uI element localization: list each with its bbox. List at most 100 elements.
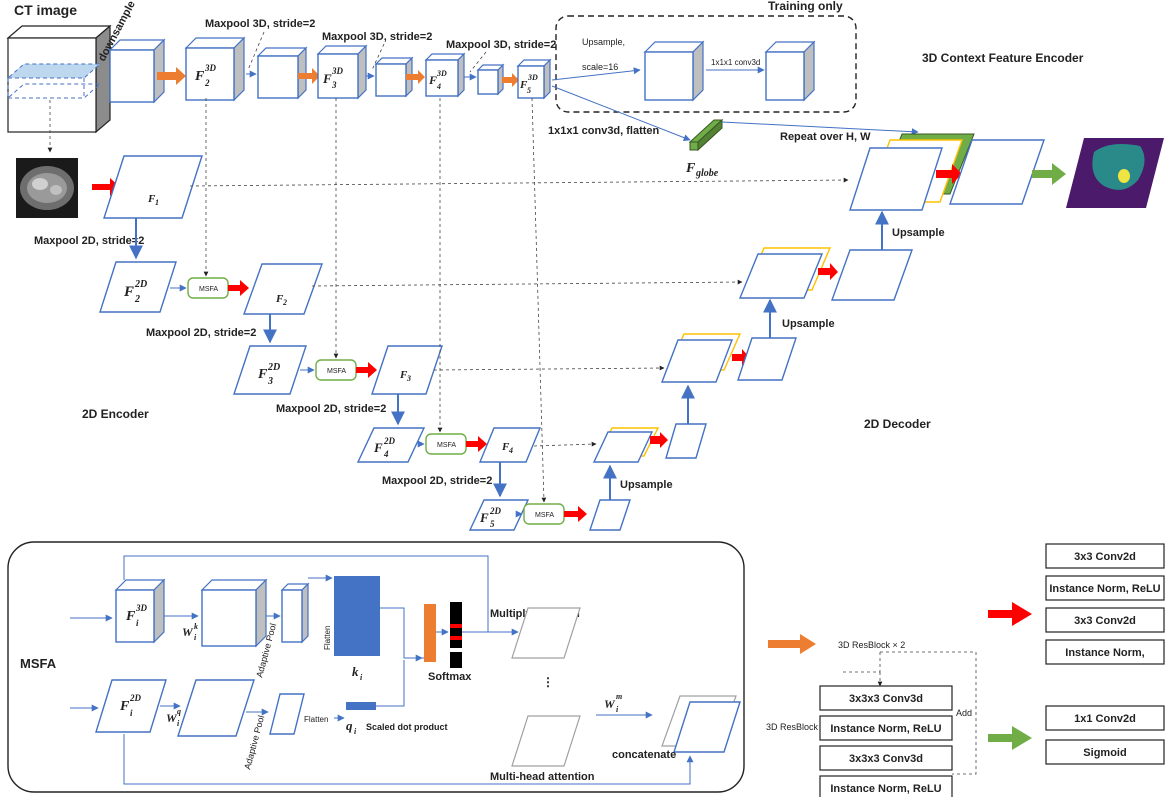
svg-text:q: q — [346, 718, 353, 733]
svg-text:q: q — [177, 707, 181, 716]
svg-text:2D: 2D — [383, 436, 396, 446]
orange-arrow-4 — [502, 73, 519, 87]
softmax-output-bar — [450, 602, 462, 668]
svg-text:2D: 2D — [489, 506, 502, 516]
svg-text:Training only: Training only — [768, 0, 843, 13]
svg-text:MSFA: MSFA — [535, 512, 554, 519]
f3-2d-symbol: F 3 2D — [257, 362, 280, 387]
resblock-item-label-1: 3x3x3 Conv3d — [849, 693, 923, 705]
svg-text:i: i — [360, 673, 363, 682]
resblock-item-box-3 — [819, 745, 953, 771]
wq-symbol: W i q — [166, 707, 181, 728]
decoder-out-2 — [831, 249, 913, 301]
svg-text:Upsample,: Upsample, — [582, 37, 625, 47]
f-globe-symbol: F globe — [685, 161, 719, 179]
f5-2d-symbol: F 5 2D — [479, 506, 502, 529]
f2-2d-symbol: F 2 2D — [123, 279, 147, 305]
f2-symbol: F 2 — [275, 293, 287, 307]
svg-text:3: 3 — [267, 376, 273, 387]
legend-resblock-label: 3D ResBlock — [766, 722, 819, 732]
encoder-2d-title: 2D Encoder — [82, 407, 149, 421]
red-arrow-3 — [356, 362, 377, 378]
skip-f1 — [189, 177, 849, 187]
svg-text:i: i — [130, 708, 133, 718]
svg-text:4: 4 — [383, 449, 389, 459]
red-arrow-4 — [466, 436, 487, 452]
query-vector — [346, 702, 376, 710]
resblock-item-label-3: 3x3x3 Conv3d — [849, 753, 923, 765]
svg-text:F: F — [399, 369, 408, 381]
head-n-block — [511, 715, 581, 767]
resblock-item-box-2 — [819, 715, 953, 741]
legend-orange-arrow — [768, 634, 816, 654]
f-globe-vector — [688, 118, 724, 152]
red-item-label-4: Instance Norm, — [1065, 647, 1144, 659]
orange-arrow-3 — [406, 70, 425, 84]
cube-f3-3d: F 3 3D — [316, 44, 368, 100]
red-item-box-4 — [1045, 639, 1165, 665]
svg-text:3: 3 — [331, 80, 337, 90]
maxpool3d-pointer-1 — [247, 31, 265, 71]
green-item-label-1: 1x1 Conv2d — [1074, 713, 1136, 725]
ki-symbol: k i — [352, 664, 363, 682]
concat-output-block — [661, 695, 741, 753]
svg-text:F: F — [479, 510, 489, 525]
ct-volume-cube — [6, 24, 112, 134]
legend-orange-label: 3D ResBlock × 2 — [838, 640, 905, 650]
svg-text:MSFA: MSFA — [327, 368, 346, 375]
svg-text:F: F — [123, 284, 134, 300]
decoder-out-4 — [665, 423, 707, 459]
maxpool3d-pointer-2 — [371, 43, 385, 71]
skip-f3 — [433, 365, 665, 371]
maxpool2d-label-3: Maxpool 2D, stride=2 — [276, 403, 386, 415]
svg-text:F: F — [147, 193, 156, 205]
red-item-label-3: 3x3 Conv2d — [1074, 615, 1136, 627]
svg-text:4: 4 — [508, 446, 513, 455]
svg-text:F: F — [519, 79, 528, 91]
red-item-box-2 — [1045, 575, 1165, 601]
f5-bottleneck-block — [589, 499, 631, 531]
svg-text:2D: 2D — [134, 279, 147, 290]
skip-f4 — [533, 441, 597, 447]
softmax-input-bar — [424, 604, 436, 662]
upsample-label-3: Upsample — [892, 227, 945, 239]
heads-ellipsis: ⋮ — [542, 675, 554, 689]
svg-text:3D: 3D — [204, 63, 217, 73]
svg-text:3: 3 — [406, 374, 411, 383]
maxpool3d-label-2: Maxpool 3D, stride=2 — [322, 31, 432, 43]
svg-text:CT image: CT image — [14, 2, 77, 18]
head-1-block — [511, 607, 581, 659]
decoder-out-3 — [737, 337, 797, 381]
svg-text:4: 4 — [436, 82, 441, 91]
decoder-concat-2 — [738, 247, 832, 299]
maxpool2d-label-4: Maxpool 2D, stride=2 — [382, 475, 492, 487]
red-item-box-3 — [1045, 607, 1165, 633]
svg-text:2D: 2D — [267, 362, 280, 373]
green-item-label-2: Sigmoid — [1083, 747, 1126, 759]
svg-text:i: i — [616, 705, 619, 714]
svg-text:1: 1 — [155, 198, 159, 207]
orange-arrow-2 — [298, 68, 320, 84]
segmentation-output — [1066, 138, 1164, 208]
f3-symbol: F 3 — [399, 369, 411, 383]
skip-f2 — [311, 279, 743, 287]
svg-text:k: k — [352, 664, 359, 679]
upsample-label-2: Upsample — [782, 318, 835, 330]
svg-text:W: W — [166, 711, 178, 725]
svg-text:F: F — [685, 161, 696, 176]
svg-text:1x1x1 conv3d: 1x1x1 conv3d — [711, 58, 760, 67]
resblock-item-box-1 — [819, 685, 953, 711]
upsample-label-1: Upsample — [620, 479, 673, 491]
svg-text:i: i — [177, 719, 180, 728]
fi-3d-cube: F i 3D — [114, 578, 166, 644]
qi-symbol: q i — [346, 718, 357, 736]
f4-encoder-block — [478, 427, 542, 463]
cube-f2-3d: F 2 3D — [184, 36, 246, 102]
cube-f4-3d: F 4 3D — [424, 52, 466, 98]
svg-text:2: 2 — [134, 294, 140, 305]
svg-text:F: F — [322, 71, 332, 86]
f5-2d-block — [468, 499, 530, 531]
f2-encoder-block — [243, 263, 323, 315]
wq-projected-block — [177, 679, 255, 737]
